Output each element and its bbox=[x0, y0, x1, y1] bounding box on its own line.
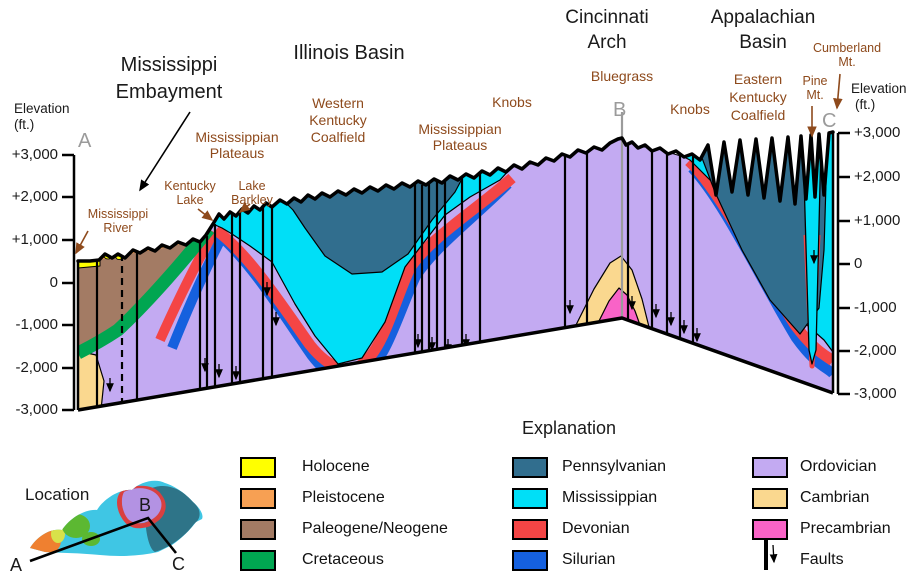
legend-label-pennsylvanian: Pennsylvanian bbox=[562, 458, 667, 475]
legend-swatch-cretaceous bbox=[240, 550, 276, 571]
right-tick-plus1000: +1,000 bbox=[854, 212, 901, 229]
location-label: Location bbox=[25, 485, 90, 504]
legend-label-faults: Faults bbox=[800, 551, 844, 568]
section-marker-b: B bbox=[613, 99, 627, 121]
legend-swatch-mississippian bbox=[512, 488, 548, 509]
legend-swatch-pleistocene bbox=[240, 488, 276, 509]
layer-devonian-west-sliver bbox=[155, 229, 219, 343]
fault-lines bbox=[95, 145, 695, 407]
legend-swatch-holocene bbox=[240, 457, 276, 478]
legend-swatch-ordovician bbox=[752, 457, 788, 478]
label-lake-barkley-line2: Barkley bbox=[231, 193, 273, 207]
legend-label-silurian: Silurian bbox=[562, 551, 616, 568]
title-illinois-basin: Illinois Basin bbox=[293, 42, 405, 64]
legend-label-pleistocene: Pleistocene bbox=[302, 489, 385, 506]
label-kentucky-lake-line1: Kentucky bbox=[164, 179, 216, 193]
map-marker-a: A bbox=[10, 555, 23, 575]
right-axis-unit: (ft.) bbox=[855, 97, 876, 112]
legend-label-mississippian: Mississippian bbox=[562, 489, 658, 506]
kentucky-lake-arrow bbox=[197, 208, 214, 221]
faults-symbol bbox=[764, 540, 778, 570]
left-tick-0: 0 bbox=[49, 274, 58, 291]
label-eastern-kentucky-coalfield-line3: Coalfield bbox=[730, 107, 786, 123]
legend-label-holocene: Holocene bbox=[302, 458, 370, 475]
map-marker-b: B bbox=[139, 495, 152, 515]
legend-label-cretaceous: Cretaceous bbox=[302, 551, 384, 568]
map-yellow-patch bbox=[51, 525, 65, 543]
layer-silurian-west-sliver bbox=[167, 234, 227, 350]
label-pine-mt-line1: Pine bbox=[802, 74, 828, 88]
map-red-ring bbox=[117, 485, 166, 529]
label-bluegrass: Bluegrass bbox=[590, 68, 654, 84]
right-tick-plus3000: +3,000 bbox=[854, 124, 901, 141]
right-tick-minus2000: -2,000 bbox=[854, 342, 897, 359]
legend-label-ordovician: Ordovician bbox=[800, 458, 877, 475]
label-knobs-west: Knobs bbox=[492, 94, 532, 110]
section-marker-c: C bbox=[822, 110, 837, 132]
left-elevation-axis bbox=[62, 153, 76, 412]
legend-label-paleogene-neogene: Paleogene/Neogene bbox=[302, 520, 448, 537]
title-cincinnati-arch-line2: Arch bbox=[587, 32, 627, 53]
label-cumberland-mt-line1: Cumberland bbox=[812, 41, 882, 55]
title-appalachian-basin-line2: Basin bbox=[739, 32, 787, 53]
right-tick-minus1000: -1,000 bbox=[854, 299, 897, 316]
lake-barkley-arrow bbox=[238, 202, 251, 213]
surface-profile bbox=[76, 130, 835, 263]
section-bottom-edge bbox=[77, 316, 834, 412]
label-knobs-east: Knobs bbox=[670, 101, 710, 117]
right-axis-title: Elevation bbox=[851, 81, 907, 96]
legend-title: Explanation bbox=[521, 418, 617, 438]
right-tick-0: 0 bbox=[854, 255, 863, 272]
cumberland-mt-arrow bbox=[833, 73, 843, 110]
left-tick-minus2000: -2,000 bbox=[15, 359, 58, 376]
label-pine-mt-line2: Mt. bbox=[806, 88, 824, 102]
label-mississippi-river-line1: Mississippi bbox=[87, 207, 149, 221]
legend-label-devonian: Devonian bbox=[562, 520, 630, 537]
left-tick-plus2000: +2,000 bbox=[11, 188, 58, 205]
label-lake-barkley-line1: Lake bbox=[238, 179, 266, 193]
label-mississippian-plateaus-east-line1: Mississippian bbox=[418, 121, 502, 137]
legend-swatch-devonian bbox=[512, 519, 548, 540]
right-tick-minus3000: -3,000 bbox=[854, 385, 897, 402]
right-tick-plus2000: +2,000 bbox=[854, 168, 901, 185]
legend-label-precambrian: Precambrian bbox=[800, 520, 891, 537]
left-tick-minus1000: -1,000 bbox=[15, 316, 58, 333]
label-mississippian-plateaus-west-line2: Plateaus bbox=[209, 145, 265, 161]
layer-cretaceous bbox=[78, 224, 215, 359]
legend-swatch-pennsylvanian bbox=[512, 457, 548, 478]
title-cincinnati-arch-line1: Cincinnati bbox=[565, 7, 649, 28]
label-western-kentucky-coalfield-line3: Coalfield bbox=[310, 129, 366, 145]
left-tick-plus1000: +1,000 bbox=[11, 231, 58, 248]
label-kentucky-lake-line2: Lake bbox=[176, 193, 204, 207]
mississippi-river-arrow bbox=[75, 230, 89, 255]
label-eastern-kentucky-coalfield-line2: Kentucky bbox=[729, 89, 787, 105]
label-cumberland-mt-line2: Mt. bbox=[838, 55, 856, 69]
embayment-arrow bbox=[139, 111, 191, 192]
title-mississippi-embayment-line2: Embayment bbox=[115, 81, 223, 103]
section-marker-a: A bbox=[78, 130, 92, 152]
label-mississippi-river-line2: River bbox=[103, 221, 133, 235]
right-elevation-axis bbox=[836, 131, 850, 396]
legend-swatch-paleogene-neogene bbox=[240, 519, 276, 540]
legend-swatch-cambrian bbox=[752, 488, 788, 509]
legend-swatch-silurian bbox=[512, 550, 548, 571]
left-tick-minus3000: -3,000 bbox=[15, 401, 58, 418]
left-axis-unit: (ft.) bbox=[14, 117, 35, 132]
label-mississippian-plateaus-west-line1: Mississippian bbox=[195, 129, 279, 145]
label-eastern-kentucky-coalfield-line1: Eastern bbox=[733, 71, 783, 87]
label-western-kentucky-coalfield-line2: Kentucky bbox=[309, 112, 367, 128]
left-tick-plus3000: +3,000 bbox=[11, 146, 58, 163]
left-axis-title: Elevation bbox=[14, 101, 70, 116]
map-marker-c: C bbox=[172, 554, 185, 574]
map-bluegrass-region bbox=[121, 488, 162, 524]
map-section-trace bbox=[29, 516, 178, 563]
legend-label-cambrian: Cambrian bbox=[800, 489, 870, 506]
title-mississippi-embayment-line1: Mississippi bbox=[120, 54, 218, 76]
legend-swatch-precambrian bbox=[752, 519, 788, 540]
label-mississippian-plateaus-east-line2: Plateaus bbox=[432, 137, 488, 153]
label-western-kentucky-coalfield-line1: Western bbox=[312, 95, 364, 111]
title-appalachian-basin-line1: Appalachian bbox=[710, 7, 816, 28]
